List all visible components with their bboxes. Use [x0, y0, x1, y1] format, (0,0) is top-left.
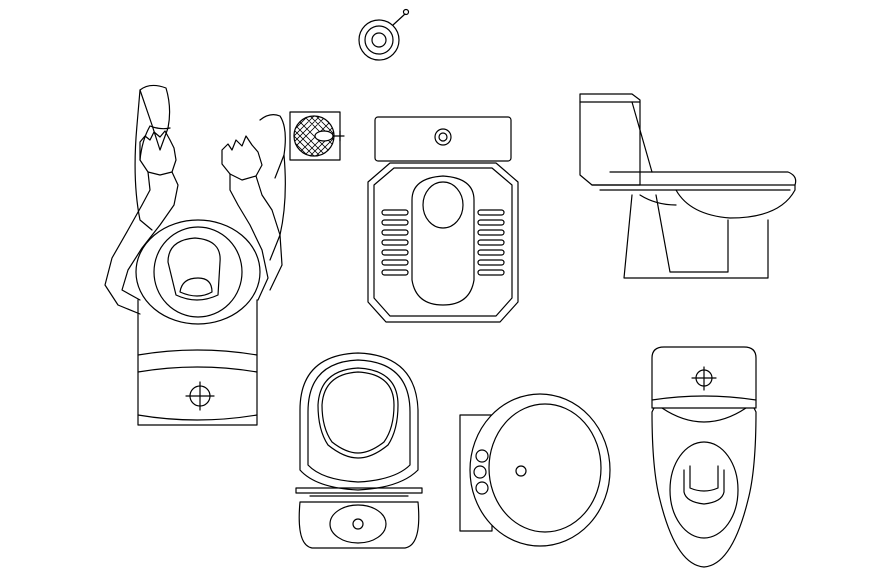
- drain-grate-symbol: [289, 111, 345, 161]
- toilet-side-view-symbol: [579, 93, 797, 279]
- squat-toilet-symbol: [367, 116, 519, 323]
- foot-grip-ribs-left: [381, 209, 409, 276]
- squatting-user-symbol: [104, 84, 286, 426]
- foot-grip-ribs-right: [477, 209, 505, 276]
- floor-drain-symbol: [358, 8, 410, 61]
- washbasin-symbol: [459, 393, 611, 547]
- toilet-seat-top-view-symbol: [295, 352, 423, 549]
- toilet-top-view-symbol: [651, 346, 757, 568]
